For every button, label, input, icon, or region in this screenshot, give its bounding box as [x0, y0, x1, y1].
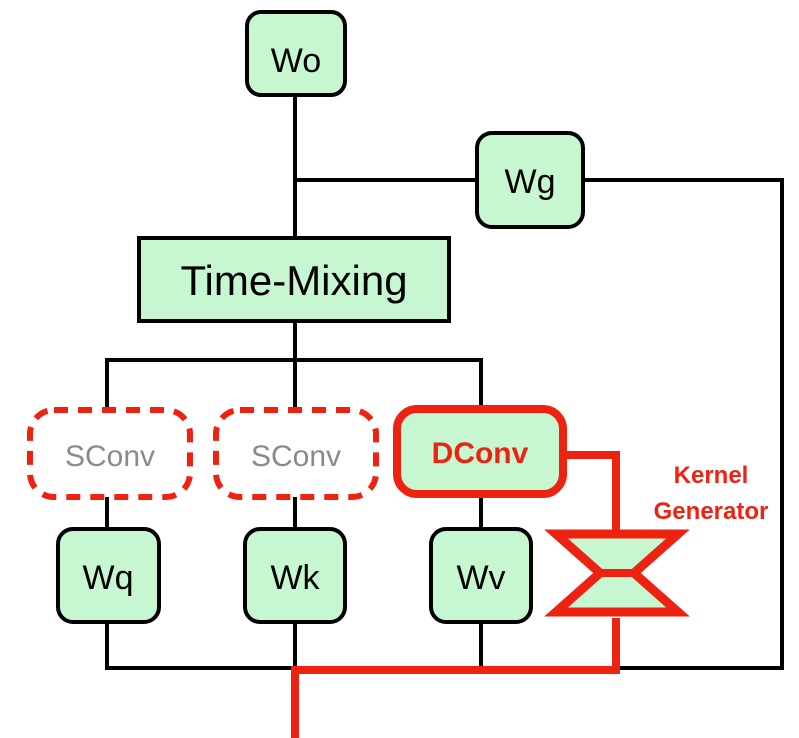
node-wo: Wo	[245, 10, 347, 97]
node-sconv-k-label: SConv	[251, 440, 341, 473]
node-wg-label: Wg	[505, 163, 556, 201]
node-wv: Wv	[429, 527, 533, 624]
edge-wq-to-bus	[105, 622, 295, 670]
node-wq: Wq	[56, 527, 161, 624]
node-sconv-q: SConv	[27, 407, 193, 500]
node-wk: Wk	[243, 527, 347, 624]
node-dconv: DConv	[393, 405, 567, 498]
edge-input-bus-red	[291, 618, 620, 738]
red-connectors	[291, 451, 620, 738]
kernel-generator-label-line1: Kernel	[674, 462, 749, 489]
edge-kernel-to-dconv	[565, 451, 620, 534]
node-wv-label: Wv	[456, 559, 505, 597]
node-time-mixing-label: Time-Mixing	[180, 257, 407, 304]
kernel-generator-label-line2: Generator	[654, 498, 769, 525]
node-wo-label: Wo	[271, 42, 321, 80]
node-wg: Wg	[475, 131, 585, 229]
node-wq-label: Wq	[83, 559, 134, 597]
node-sconv-k: SConv	[213, 407, 379, 500]
black-connectors	[105, 95, 784, 670]
edge-input-to-wg	[583, 178, 784, 670]
node-dconv-label: DConv	[432, 437, 529, 470]
node-kernel-generator: Kernel Generator	[544, 462, 769, 617]
node-wk-label: Wk	[270, 559, 320, 597]
node-time-mixing: Time-Mixing	[137, 236, 451, 323]
node-sconv-q-label: SConv	[65, 440, 155, 473]
